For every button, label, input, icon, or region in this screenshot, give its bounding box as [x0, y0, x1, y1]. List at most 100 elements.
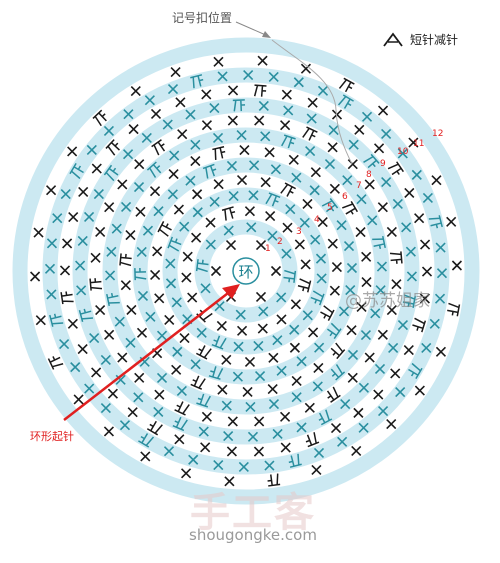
- single-crochet-mark: [331, 109, 343, 120]
- single-crochet-mark: [356, 194, 367, 205]
- single-crochet-mark: [331, 261, 342, 273]
- round-number: 9: [380, 159, 386, 169]
- increase-mark: [195, 259, 209, 273]
- single-crochet-mark: [336, 220, 347, 231]
- single-crochet-mark: [127, 407, 138, 418]
- single-crochet-mark: [209, 196, 220, 207]
- round-band: [162, 187, 330, 355]
- marker-position-label: 记号扣位置: [172, 10, 232, 25]
- single-crochet-mark: [315, 253, 327, 264]
- single-crochet-mark: [172, 346, 183, 357]
- single-crochet-mark: [227, 115, 238, 126]
- single-crochet-mark: [281, 89, 292, 100]
- single-crochet-mark: [260, 177, 271, 188]
- single-crochet-mark: [338, 306, 350, 317]
- single-crochet-mark: [76, 285, 87, 296]
- increase-mark: [92, 109, 107, 127]
- single-crochet-mark: [164, 314, 175, 325]
- single-crochet-mark: [361, 277, 372, 288]
- increase-mark: [389, 251, 403, 264]
- single-crochet-mark: [212, 132, 224, 143]
- single-crochet-mark: [84, 383, 95, 394]
- increase-mark: [302, 126, 318, 141]
- increase-mark: [305, 432, 320, 448]
- single-crochet-mark: [414, 385, 425, 396]
- single-crochet-mark: [276, 365, 287, 376]
- increase-mark: [208, 366, 224, 380]
- single-crochet-mark: [33, 227, 44, 238]
- single-crochet-mark: [106, 246, 117, 257]
- single-crochet-mark: [270, 164, 281, 175]
- single-crochet-mark: [243, 69, 254, 81]
- single-crochet-mark: [107, 388, 118, 399]
- single-crochet-mark: [221, 354, 232, 365]
- single-crochet-mark: [154, 293, 165, 304]
- single-crochet-mark: [293, 77, 304, 88]
- legend-decrease-label: 短针减针: [410, 32, 458, 47]
- single-crochet-mark: [224, 476, 235, 487]
- single-crochet-mark: [305, 145, 316, 157]
- single-crochet-mark: [265, 211, 276, 222]
- increase-mark: [151, 139, 166, 156]
- single-crochet-mark: [213, 56, 224, 67]
- single-crochet-mark: [354, 124, 365, 135]
- single-crochet-mark: [145, 311, 156, 322]
- single-crochet-mark: [117, 179, 128, 190]
- single-crochet-mark: [120, 280, 131, 291]
- single-crochet-mark: [144, 95, 155, 106]
- single-crochet-mark: [329, 285, 340, 296]
- increase-mark: [321, 198, 339, 213]
- increase-mark: [196, 345, 212, 360]
- single-crochet-mark: [83, 211, 95, 222]
- single-crochet-mark: [238, 461, 249, 473]
- single-crochet-mark: [411, 169, 422, 180]
- single-crochet-mark: [165, 258, 176, 269]
- single-crochet-mark: [60, 188, 71, 200]
- single-crochet-mark: [77, 343, 88, 355]
- increase-mark: [387, 161, 405, 176]
- single-crochet-mark: [260, 131, 271, 142]
- single-crochet-mark: [105, 270, 116, 281]
- single-crochet-mark: [361, 111, 373, 122]
- single-crochet-mark: [217, 384, 228, 395]
- single-crochet-mark: [111, 223, 122, 234]
- increase-mark: [174, 401, 190, 416]
- single-crochet-mark: [185, 109, 196, 120]
- single-crochet-mark: [156, 330, 168, 341]
- round-number: 5: [327, 203, 333, 213]
- round-number: 7: [356, 181, 362, 191]
- single-crochet-mark: [46, 185, 57, 196]
- single-crochet-mark: [171, 364, 182, 375]
- single-crochet-mark: [104, 202, 115, 213]
- single-crochet-mark: [141, 132, 152, 143]
- ring-center-circle: [232, 257, 260, 285]
- single-crochet-mark: [351, 445, 362, 456]
- single-crochet-mark: [374, 363, 386, 375]
- ring-start-arrowhead: [222, 284, 240, 299]
- single-crochet-mark: [358, 422, 369, 433]
- increase-mark: [447, 302, 461, 317]
- single-crochet-mark: [182, 251, 193, 262]
- single-crochet-mark: [190, 139, 201, 150]
- marker-curve-line: [271, 39, 353, 165]
- round-number: 1: [265, 244, 271, 254]
- increase-mark: [330, 364, 346, 381]
- single-crochet-mark: [95, 226, 106, 237]
- single-crochet-mark: [294, 239, 305, 250]
- single-crochet-mark: [258, 306, 269, 317]
- single-crochet-mark: [201, 89, 212, 100]
- single-crochet-mark: [248, 190, 259, 201]
- single-crochet-mark: [300, 259, 311, 270]
- single-crochet-mark: [296, 356, 307, 367]
- single-crochet-mark: [257, 55, 268, 66]
- single-crochet-mark: [100, 354, 111, 366]
- single-crochet-mark: [52, 213, 63, 224]
- watermark-site-url: shougongke.com: [189, 526, 317, 544]
- single-crochet-mark: [388, 342, 399, 353]
- single-crochet-mark: [404, 187, 415, 199]
- single-crochet-mark: [100, 402, 111, 414]
- single-crochet-mark: [103, 426, 115, 437]
- single-crochet-mark: [403, 344, 414, 356]
- increase-mark: [196, 308, 213, 323]
- single-crochet-mark: [347, 349, 359, 361]
